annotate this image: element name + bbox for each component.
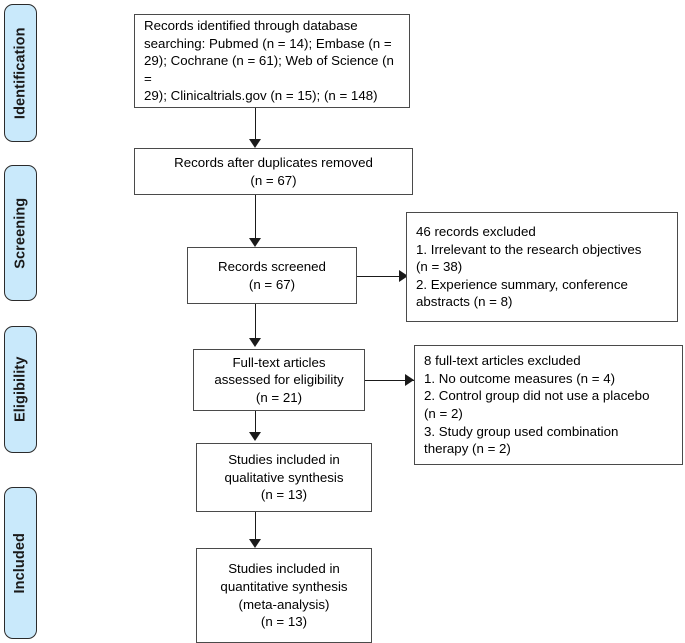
box-quantitative-synthesis-line-3: (meta-analysis) bbox=[238, 596, 330, 612]
box-fulltext-excluded-line-4: (n = 2) bbox=[424, 406, 463, 421]
box-fulltext-assessed-line-1: Full-text articles bbox=[232, 354, 326, 370]
phase-tab-screening: Screening bbox=[4, 165, 37, 301]
box-records-identified-line-4: 29); Clinicaltrials.gov (n = 15); (n = 1… bbox=[144, 88, 378, 104]
box-duplicates-removed: Records after duplicates removed (n = 67… bbox=[134, 148, 413, 195]
box-fulltext-assessed-line-3: (n = 21) bbox=[255, 389, 303, 405]
box-quantitative-synthesis: Studies included in quantitative synthes… bbox=[196, 548, 372, 643]
arrowhead-identified-to-duplicates bbox=[249, 139, 261, 148]
box-records-identified-line-1: Records identified through database bbox=[144, 18, 358, 34]
box-records-excluded-line-4: 2. Experience summary, conference bbox=[416, 276, 628, 292]
phase-tab-eligibility-label: Eligibility bbox=[12, 356, 29, 423]
box-quantitative-synthesis-line-4: (n = 13) bbox=[260, 614, 308, 630]
phase-tab-identification: Identification bbox=[4, 4, 37, 142]
arrowhead-fulltext-to-excluded bbox=[405, 374, 414, 386]
arrowhead-screened-to-excluded bbox=[399, 270, 408, 282]
box-duplicates-removed-line-1: Records after duplicates removed bbox=[174, 154, 373, 170]
box-records-excluded: 46 records excluded 1. Irrelevant to the… bbox=[406, 212, 678, 322]
box-fulltext-excluded-line-5: 3. Study group used combination bbox=[424, 423, 619, 439]
arrowhead-qualitative-to-quantitative bbox=[249, 539, 261, 548]
box-records-identified-line-2: searching: Pubmed (n = 14); Embase (n = bbox=[144, 35, 392, 51]
box-records-excluded-line-1: 46 records excluded bbox=[416, 224, 536, 240]
box-fulltext-excluded-line-1: 8 full-text articles excluded bbox=[424, 353, 581, 369]
box-qualitative-synthesis-line-1: Studies included in bbox=[228, 452, 340, 468]
box-fulltext-assessed: Full-text articles assessed for eligibil… bbox=[193, 349, 365, 411]
arrowhead-screened-to-fulltext bbox=[249, 338, 261, 347]
box-qualitative-synthesis: Studies included in qualitative synthesi… bbox=[196, 443, 372, 512]
box-records-screened-line-1: Records screened bbox=[218, 258, 326, 274]
phase-tab-identification-label: Identification bbox=[12, 27, 29, 119]
box-records-screened: Records screened (n = 67) bbox=[187, 247, 357, 304]
connector-fulltext-to-qualitative bbox=[255, 411, 256, 434]
box-quantitative-synthesis-line-1: Studies included in bbox=[228, 561, 340, 577]
connector-qualitative-to-quantitative bbox=[255, 512, 256, 542]
box-records-excluded-line-5: abstracts (n = 8) bbox=[416, 294, 513, 310]
phase-tab-screening-label: Screening bbox=[12, 197, 29, 269]
box-records-identified: Records identified through database sear… bbox=[134, 14, 410, 108]
box-fulltext-excluded-line-6: therapy (n = 2) bbox=[424, 441, 511, 457]
box-qualitative-synthesis-line-2: qualitative synthesis bbox=[224, 469, 344, 485]
arrowhead-duplicates-to-screened bbox=[249, 238, 261, 247]
box-fulltext-excluded-line-3: 2. Control group did not use a placebo bbox=[424, 388, 650, 404]
box-fulltext-excluded: 8 full-text articles excluded 1. No outc… bbox=[414, 345, 683, 465]
box-fulltext-excluded-line-2: 1. No outcome measures (n = 4) bbox=[424, 370, 616, 386]
box-quantitative-synthesis-line-2: quantitative synthesis bbox=[220, 578, 348, 594]
connector-duplicates-to-screened bbox=[255, 195, 256, 240]
box-records-identified-line-3: 29); Cochrane (n = 61); Web of Science (… bbox=[144, 53, 394, 86]
arrowhead-fulltext-to-qualitative bbox=[249, 432, 261, 441]
box-records-excluded-line-2: 1. Irrelevant to the research objectives bbox=[416, 241, 642, 257]
box-duplicates-removed-line-2: (n = 67) bbox=[250, 172, 297, 188]
box-qualitative-synthesis-line-3: (n = 13) bbox=[260, 487, 308, 503]
connector-screened-to-fulltext bbox=[255, 304, 256, 340]
connector-screened-to-excluded bbox=[357, 276, 408, 277]
box-records-excluded-line-3: (n = 38) bbox=[416, 259, 463, 275]
phase-tab-included-label: Included bbox=[12, 532, 29, 594]
box-fulltext-assessed-line-2: assessed for eligibility bbox=[214, 372, 344, 388]
phase-tab-included: Included bbox=[4, 487, 37, 639]
box-records-screened-line-2: (n = 67) bbox=[248, 276, 296, 292]
connector-fulltext-to-excluded bbox=[365, 380, 414, 381]
phase-tab-eligibility: Eligibility bbox=[4, 326, 37, 453]
connector-identified-to-duplicates bbox=[255, 108, 256, 141]
